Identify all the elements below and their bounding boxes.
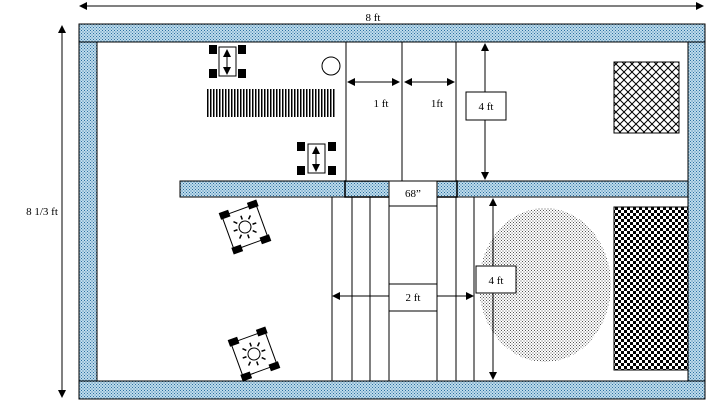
label-shelf-depth: 68” [405, 188, 421, 200]
grille-icon [206, 89, 336, 117]
checkered-panel [613, 206, 689, 371]
wall-bottom [78, 380, 706, 400]
wall-right [687, 41, 706, 382]
upper-cabinet [345, 41, 457, 182]
label-upper-height: 4 ft [479, 101, 494, 113]
label-lower-width: 2 ft [406, 292, 421, 304]
device-icon [209, 43, 246, 81]
device-icon [297, 140, 337, 177]
label-top-left-width: 1 ft [374, 98, 389, 110]
fan-icon [218, 199, 272, 255]
wall-left [78, 41, 98, 382]
circle-icon [321, 56, 341, 76]
dotted-oval [479, 208, 611, 362]
label-overall-height: 8 1/3 ft [26, 206, 58, 218]
label-top-right-width: 1ft [431, 98, 443, 110]
hatched-panel [613, 61, 680, 134]
label-lower-height: 4 ft [489, 275, 504, 287]
label-overall-width: 8 ft [366, 12, 381, 24]
fan-icon [227, 326, 281, 382]
wall-top [78, 23, 706, 43]
